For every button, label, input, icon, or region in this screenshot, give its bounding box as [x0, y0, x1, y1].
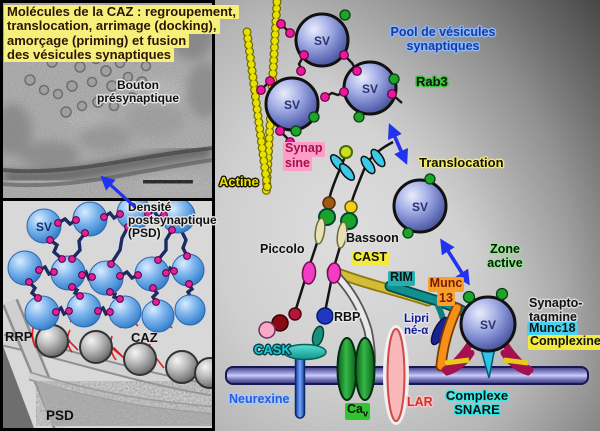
munc18-label: Munc18	[527, 321, 578, 337]
sv-network-dots	[25, 210, 193, 316]
schematic-panel: SV	[3, 201, 212, 428]
bassoon-filament	[311, 140, 394, 347]
complexine-label: Complexine	[528, 334, 600, 350]
piccolo-label: Piccolo	[260, 242, 305, 256]
sv-network: SV	[7, 201, 206, 333]
vesicle-pool: SV SV SV	[264, 12, 398, 132]
synaptotagmine-label: Synapto- tagmine	[529, 296, 583, 324]
piccolo-hub	[301, 261, 317, 285]
title-line: Molécules de la CAZ : regroupement,	[4, 5, 239, 20]
bouton-presynaptique-label: Bouton présynaptique	[96, 78, 180, 105]
rab3-dots	[290, 9, 509, 304]
synapsin-dots	[256, 19, 397, 155]
lar-receptor	[386, 328, 406, 422]
liprine-alpha-label: Lipri né-α	[404, 313, 429, 338]
densite-postsynaptique-label: Densité postsynaptique (PSD)	[128, 200, 217, 240]
bassoon-label: Bassoon	[346, 231, 399, 245]
rim-label: RIM	[388, 270, 415, 286]
postsynaptic-membrane	[28, 371, 212, 415]
lar-label: LAR	[407, 395, 433, 409]
translocating-vesicle: SV	[392, 178, 448, 234]
complexe-snare-label: Complexe SNARE	[445, 388, 509, 418]
translocation-label: Translocation	[419, 155, 504, 170]
figure-title: Molécules de la CAZ : regroupement, tran…	[4, 5, 239, 62]
sv-label: SV	[314, 34, 330, 48]
zone-active-label: Zone active	[487, 242, 523, 270]
sv-label: SV	[284, 98, 300, 112]
bassoon-hub	[326, 262, 342, 284]
docked-gray-vesicles	[35, 324, 212, 389]
rab3-label: Rab3	[416, 74, 448, 89]
dark-corner	[3, 346, 34, 428]
title-line: des vésicules synaptiques	[4, 48, 175, 62]
cask-protein	[283, 343, 327, 361]
title-line: amorçage (priming) et fusion	[4, 33, 190, 48]
piccolo-filament	[258, 145, 356, 339]
psd-label: PSD	[46, 408, 74, 423]
cask-label: CASK	[254, 342, 291, 357]
title-line: translocation, arrimage (docking),	[4, 19, 220, 34]
pool-vesicules-label: Pool de vésicules synaptiques	[390, 25, 496, 53]
sv-label: SV	[412, 200, 428, 214]
actine-label: Actine	[219, 174, 259, 189]
docked-vesicle: SV	[459, 295, 517, 353]
synapsine-label: Synap sine	[283, 141, 325, 171]
cast-label: CAST	[351, 250, 390, 266]
caz-label: CAZ	[131, 330, 158, 345]
sv-label: SV	[362, 82, 378, 96]
translocation-arrows	[388, 123, 470, 286]
rbp-label: RBP	[334, 310, 361, 324]
rrp-label: RRP	[5, 329, 33, 344]
munc13-label: Munc 13	[427, 276, 465, 306]
sv-label: SV	[480, 318, 496, 332]
cav-channel	[336, 337, 376, 401]
neurexine-label: Neurexine	[229, 392, 290, 406]
molecular-diagram-panel: SV SV SV SV	[215, 0, 600, 431]
cav-label: Cav	[345, 402, 370, 421]
sv-label: SV	[36, 220, 52, 234]
